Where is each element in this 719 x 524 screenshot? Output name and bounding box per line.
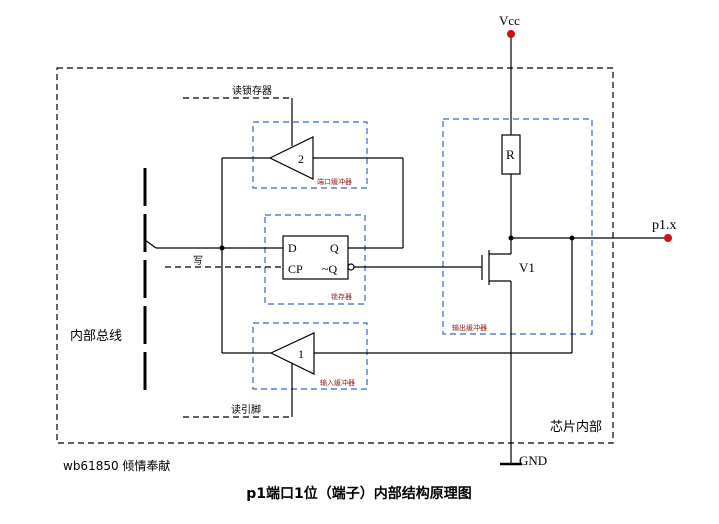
latch-nq-label: ~Q bbox=[322, 262, 337, 276]
port-buffer-label: 端口缓冲器 bbox=[317, 177, 352, 186]
vcc-label: Vcc bbox=[499, 13, 520, 28]
latch-label: 锁存器 bbox=[331, 292, 352, 301]
vcc-node bbox=[507, 30, 515, 38]
read-latch-label: 读锁存器 bbox=[232, 84, 272, 97]
read-pin-label: 读引脚 bbox=[231, 403, 261, 416]
write-label: 写 bbox=[193, 255, 203, 267]
nq-bubble bbox=[347, 263, 355, 271]
chip-boundary bbox=[56, 67, 614, 444]
resistor-label: R bbox=[506, 147, 515, 162]
junction-dot bbox=[219, 245, 225, 251]
gnd-label: GND bbox=[519, 453, 547, 468]
bus-tap bbox=[144, 239, 157, 249]
internal-bus-label: 内部总线 bbox=[70, 328, 122, 344]
buffer-2-triangle bbox=[268, 136, 314, 180]
input-buffer-label: 输入缓冲器 bbox=[320, 378, 355, 387]
transistor-label: V1 bbox=[519, 260, 535, 275]
watermark: wb61850 倾情奉献 bbox=[63, 458, 170, 473]
diagram-title: p1端口1位（端子）内部结构原理图 bbox=[246, 485, 472, 502]
buffer-2-number: 2 bbox=[298, 152, 304, 166]
latch-block bbox=[282, 235, 349, 280]
buffer-1-number: 1 bbox=[298, 347, 304, 361]
chip-inside-label: 芯片内部 bbox=[550, 419, 602, 435]
pin-label: p1.x bbox=[652, 218, 677, 233]
latch-cp-label: CP bbox=[288, 262, 303, 276]
output-buffer-box bbox=[442, 118, 593, 335]
latch-box bbox=[264, 214, 366, 305]
latch-d-label: D bbox=[288, 241, 297, 255]
latch-q-label: Q bbox=[330, 241, 339, 255]
output-buffer-label: 输出缓冲器 bbox=[452, 323, 487, 332]
pin-node bbox=[664, 234, 672, 242]
